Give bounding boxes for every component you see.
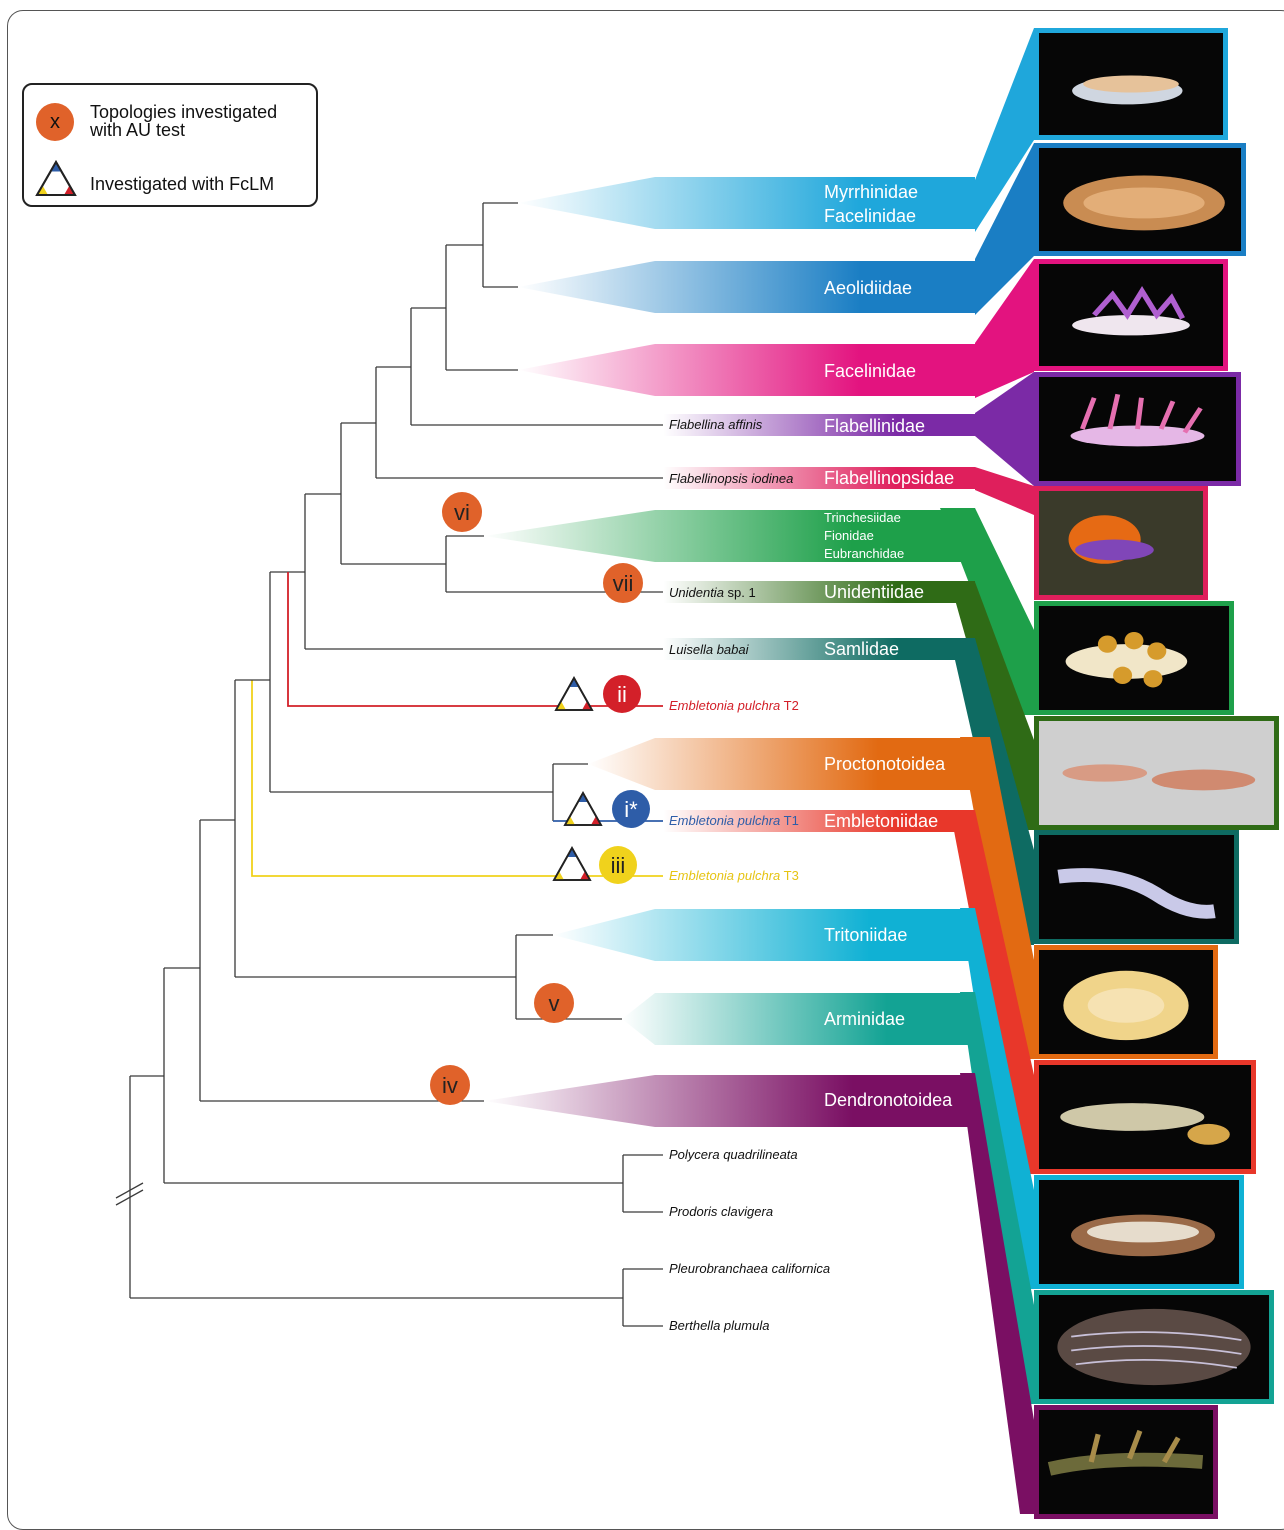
photo-unidentiidae <box>1034 716 1279 830</box>
photo-proctonotoidea <box>1034 945 1218 1059</box>
au-badge-iv: iv <box>430 1065 470 1105</box>
au-badge-label: iv <box>442 1073 458 1098</box>
tree-branch <box>623 1155 663 1212</box>
tree-branch <box>270 572 553 792</box>
photo-embletoniidae <box>1034 1060 1256 1174</box>
clade-label-arminidae: Arminidae <box>824 1009 905 1029</box>
clade-label-samlidae: Samlidae <box>824 639 899 659</box>
clade-label-aeolidiidae: Aeolidiidae <box>824 278 912 298</box>
au-badge-vi: vi <box>442 492 482 532</box>
clade-label-facelinidae: Facelinidae <box>824 361 916 381</box>
photo-flabellinidae <box>1034 372 1241 486</box>
taxon-label: Flabellinopsis iodinea <box>669 471 793 486</box>
taxon-label: Luisella babai <box>669 642 750 657</box>
au-badge-letter: x <box>50 111 60 133</box>
legend: x Topologies investigated with AU test I… <box>22 83 318 207</box>
au-badge-label: vii <box>613 571 634 596</box>
photo-aeolidiidae <box>1034 143 1246 256</box>
fclm-label: Investigated with FcLM <box>90 175 274 193</box>
taxon-label: Embletonia pulchra T3 <box>669 868 799 883</box>
au-badge-vii: vii <box>603 563 643 603</box>
fclm-badge-i: i* <box>612 790 650 828</box>
clade-label-proctonotoidea: Proctonotoidea <box>824 754 946 774</box>
photo-facelinidae <box>1034 259 1228 371</box>
clade-band-arminidae <box>622 993 975 1045</box>
au-test-badge-icon: x <box>36 103 74 141</box>
photo-myrrhinidae <box>1034 28 1228 140</box>
clade-label-embletoniidae: Embletoniidae <box>824 811 938 831</box>
taxon-label: Flabellina affinis <box>669 417 763 432</box>
photo-arminidae <box>1034 1290 1274 1404</box>
taxon-label: Embletonia pulchra T1 <box>669 813 799 828</box>
photo-tritoniidae <box>1034 1175 1244 1289</box>
taxon-label: Unidentia sp. 1 <box>669 585 756 600</box>
photo-trinchesiidae <box>1034 601 1234 715</box>
au-badge-label: vi <box>454 500 470 525</box>
clade-label-unidentiidae: Unidentiidae <box>824 582 924 602</box>
fclm-badge-iii: iii <box>599 846 637 884</box>
fclm-triangle-icon <box>565 793 601 825</box>
photo-dendronotoidea <box>1034 1405 1218 1519</box>
fclm-triangle-icon <box>554 848 590 880</box>
taxon-label: Prodoris clavigera <box>669 1204 773 1219</box>
branch-t3 <box>252 680 663 876</box>
fclm-triangle-icon <box>34 159 78 199</box>
taxon-label: Pleurobranchaea californica <box>669 1261 830 1276</box>
photo-flabellinopsidae <box>1034 486 1208 600</box>
fclm-badge-label: ii <box>617 682 627 707</box>
au-badge-v: v <box>534 983 574 1023</box>
tree-branch <box>200 820 484 1101</box>
taxon-label: Berthella plumula <box>669 1318 769 1333</box>
taxon-label: Embletonia pulchra T2 <box>669 698 799 713</box>
clade-label-dendronotoidea: Dendronotoidea <box>824 1090 953 1110</box>
fclm-triangle-icon <box>556 678 592 710</box>
tree-branch <box>446 245 518 370</box>
tree-branch <box>623 1269 663 1326</box>
au-badge-label: v <box>549 991 560 1016</box>
fclm-badge-label: iii <box>611 853 626 878</box>
photo-samlidae <box>1034 830 1239 944</box>
fclm-badge-ii: ii <box>603 675 641 713</box>
au-test-label: Topologies investigated with AU test <box>90 103 277 139</box>
clade-label-flabellinopsidae: Flabellinopsidae <box>824 468 954 488</box>
tree-branch <box>483 203 518 287</box>
clade-label-tritoniidae: Tritoniidae <box>824 925 907 945</box>
clade-band-tritoniidae <box>553 909 975 961</box>
clade-label-flabellinidae: Flabellinidae <box>824 416 925 436</box>
taxon-label: Polycera quadrilineata <box>669 1147 798 1162</box>
tree-branch <box>341 423 446 564</box>
fclm-badge-label: i* <box>624 797 638 822</box>
